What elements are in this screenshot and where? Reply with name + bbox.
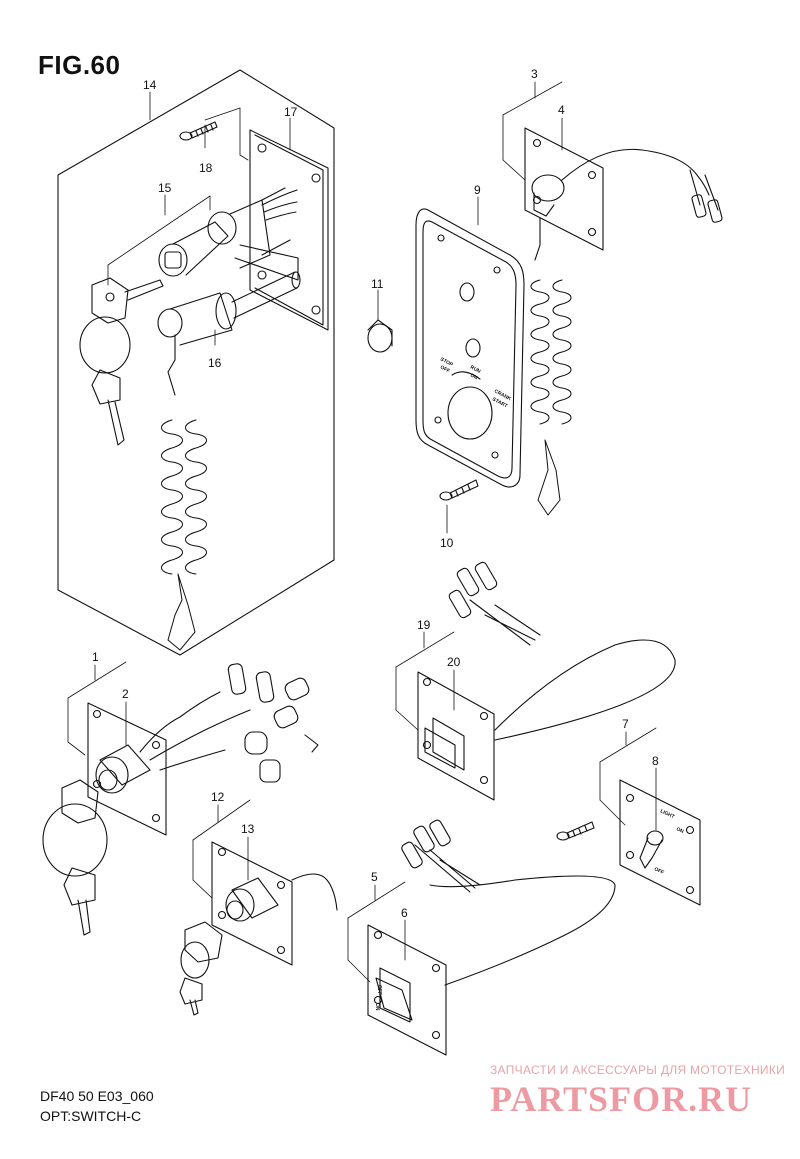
screw-18 <box>179 121 218 141</box>
switch-panel-9: STOP OFF RUN ON CRANK START <box>415 208 525 488</box>
reference-numbers: 1 2 3 4 5 6 7 8 9 10 11 12 13 14 15 16 1… <box>92 67 659 920</box>
panel-label-run: RUN <box>469 364 482 375</box>
ref-15: 15 <box>158 181 172 195</box>
ref-9: 9 <box>474 183 481 197</box>
light-switch-label: LIGHT <box>659 808 675 820</box>
screw-10 <box>439 479 479 501</box>
ref-6: 6 <box>401 906 408 920</box>
stop-switch-3-assembly <box>524 127 723 261</box>
key-ring-1 <box>42 779 108 936</box>
screw-light-switch <box>556 821 595 841</box>
ref-13: 13 <box>241 822 255 836</box>
ref-1: 1 <box>92 650 99 664</box>
key-ring-kit <box>79 277 164 446</box>
panel-label-stop: STOP <box>439 356 454 368</box>
leader-lines <box>67 81 657 983</box>
watermark-tagline: ЗАПЧАСТИ И АКСЕССУАРЫ ДЛЯ МОТОТЕХНИКИ <box>490 1063 786 1077</box>
group-name: OPT:SWITCH-C <box>40 1108 142 1124</box>
ref-7: 7 <box>622 717 629 731</box>
main-key-switch-1-assembly <box>87 663 319 836</box>
stop-switch-16 <box>157 271 301 396</box>
panel-label-off: OFF <box>439 364 451 374</box>
ref-12: 12 <box>211 790 225 804</box>
plug-11 <box>367 319 393 353</box>
ref-17: 17 <box>284 105 298 119</box>
ref-3: 3 <box>531 67 538 81</box>
light-switch-off-label: OFF <box>653 866 665 876</box>
ref-14: 14 <box>143 78 157 92</box>
ref-10: 10 <box>440 536 454 550</box>
ref-18: 18 <box>199 161 213 175</box>
kit-box-outline <box>57 69 335 656</box>
rocker-switch-5-assembly: OFF ON <box>367 819 616 1056</box>
ref-2: 2 <box>122 687 129 701</box>
ref-8: 8 <box>652 754 659 768</box>
ref-19: 19 <box>417 618 431 632</box>
panel-label-on: ON <box>469 372 479 381</box>
ref-5: 5 <box>371 870 378 884</box>
rocker-on-label: ON <box>374 1003 380 1011</box>
figure-title: FIG.60 <box>38 50 121 80</box>
watermark-logo: PARTSFOR.RU <box>490 1079 753 1119</box>
key-switch-15 <box>158 187 299 281</box>
key-switch-12-assembly <box>179 841 338 1016</box>
coiled-lanyard-kit <box>161 419 207 651</box>
mount-plate-17 <box>249 129 329 331</box>
ref-20: 20 <box>447 655 461 669</box>
model-code: DF40 50 E03_060 <box>40 1088 154 1104</box>
light-switch-on-label: ON <box>675 826 685 835</box>
ref-4: 4 <box>558 103 565 117</box>
ref-11: 11 <box>371 277 384 291</box>
light-switch-7-assembly: LIGHT ON OFF <box>619 779 701 906</box>
ref-16: 16 <box>208 356 222 370</box>
rocker-off-label: OFF <box>376 985 382 995</box>
rocker-switch-19-assembly <box>417 561 676 801</box>
coiled-lanyard-3 <box>530 279 572 516</box>
